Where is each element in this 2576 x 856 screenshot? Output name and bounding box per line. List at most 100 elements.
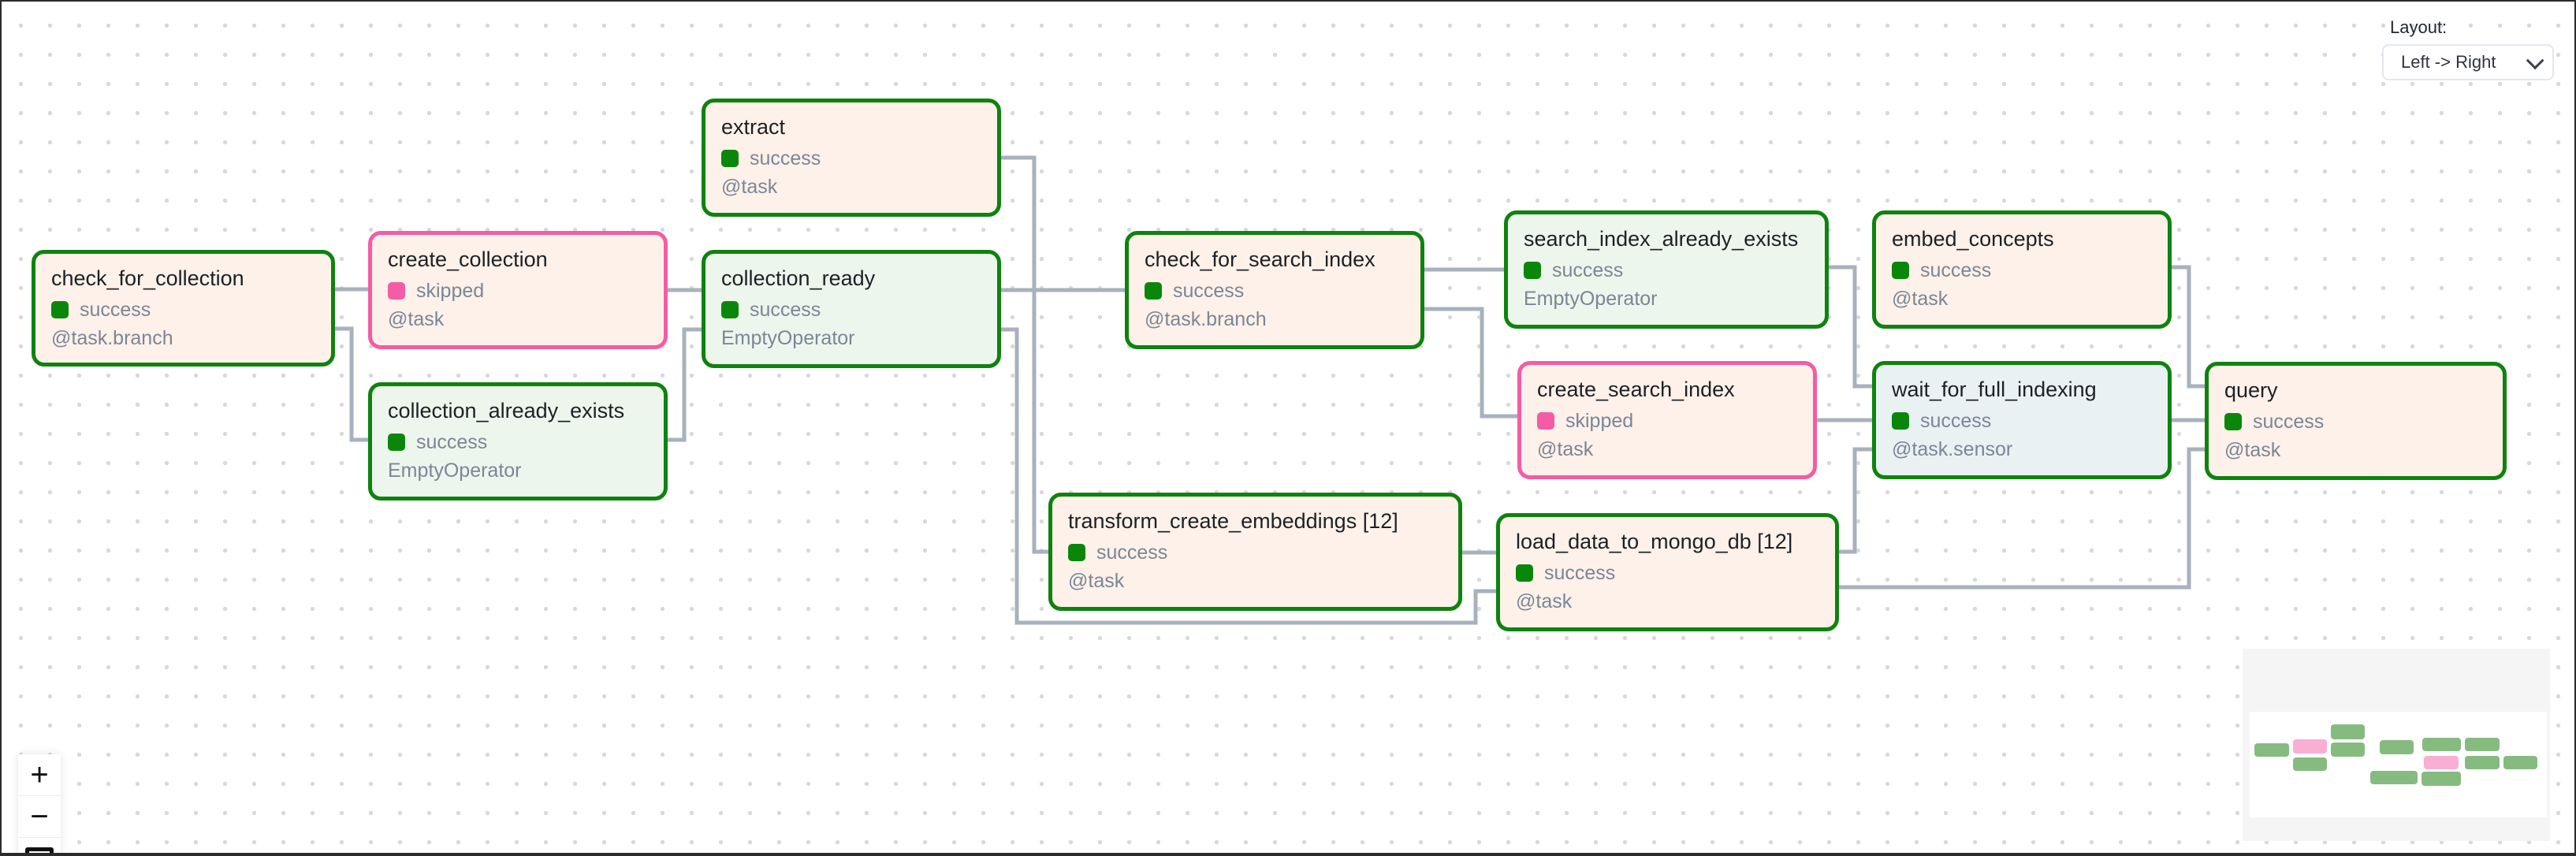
zoom-out-button[interactable]: − bbox=[18, 796, 61, 838]
edge-check_for_search_index-to-create_search_index bbox=[1424, 307, 1517, 419]
minimap-node-embed_concepts bbox=[2465, 738, 2500, 751]
status-square-icon bbox=[1516, 564, 1533, 582]
task-node-load_data_to_mongo_db[interactable]: load_data_to_mongo_db [12]success@task bbox=[1496, 513, 1839, 631]
task-status-row: success bbox=[1892, 258, 2152, 283]
layout-panel: Layout: Left -> Right bbox=[2382, 17, 2554, 80]
task-name: create_search_index bbox=[1537, 378, 1735, 401]
task-status-label: success bbox=[750, 299, 821, 321]
task-name: transform_create_embeddings [12] bbox=[1068, 509, 1398, 533]
task-status-row: success bbox=[721, 297, 981, 322]
status-square-icon bbox=[2224, 413, 2242, 430]
task-operator-label: @task.sensor bbox=[1892, 438, 2013, 460]
task-status-label: success bbox=[2253, 411, 2325, 433]
status-square-icon bbox=[388, 434, 405, 451]
task-node-transform_create_embeddings[interactable]: transform_create_embeddings [12]success@… bbox=[1048, 493, 1462, 611]
minimap-node-wait_for_full_indexing bbox=[2465, 756, 2500, 769]
task-status-row: skipped bbox=[1537, 408, 1797, 434]
task-status-row: success bbox=[2224, 409, 2487, 434]
task-status-row: success bbox=[721, 146, 981, 171]
task-operator-label: EmptyOperator bbox=[1524, 288, 1658, 310]
edge-extract-to-transform_create_embeddings bbox=[1001, 155, 1048, 554]
task-name: extract bbox=[721, 115, 786, 139]
status-square-icon bbox=[721, 301, 739, 318]
status-square-icon bbox=[1892, 412, 1909, 430]
edge-embed_concepts-to-query bbox=[2172, 265, 2205, 389]
task-node-query[interactable]: query success @task bbox=[2205, 362, 2507, 480]
edge-check_for_collection-to-collection_already_exists bbox=[335, 326, 368, 442]
task-status-row: success bbox=[51, 297, 315, 322]
task-operator-label: @task bbox=[1516, 590, 1573, 612]
minimap-node-collection_ready bbox=[2331, 742, 2365, 757]
task-operator-label: @task bbox=[1892, 288, 1949, 310]
status-square-icon bbox=[721, 150, 739, 167]
task-operator-label: @task bbox=[388, 308, 445, 330]
minimap-node-extract bbox=[2331, 724, 2365, 739]
edge-collection_ready-to-load_data_to_mongo_db bbox=[1001, 327, 1496, 625]
minimap[interactable] bbox=[2243, 649, 2550, 841]
task-name: load_data_to_mongo_db [12] bbox=[1516, 530, 1793, 553]
task-status-row: skipped bbox=[388, 278, 648, 303]
task-status-label: skipped bbox=[416, 280, 485, 302]
fit-view-icon bbox=[25, 847, 54, 854]
status-square-icon bbox=[1068, 544, 1085, 561]
task-status-row: success bbox=[1524, 258, 1809, 283]
task-name: check_for_collection bbox=[51, 266, 244, 290]
minimap-node-query bbox=[2503, 756, 2537, 769]
task-status-label: success bbox=[1920, 410, 1992, 432]
task-name: check_for_search_index bbox=[1145, 247, 1375, 271]
task-node-extract[interactable]: extract success @task bbox=[702, 99, 1001, 217]
status-square-icon bbox=[1537, 412, 1554, 430]
task-operator-label: @task.branch bbox=[1145, 308, 1267, 330]
status-square-icon bbox=[1145, 282, 1162, 300]
task-status-row: success bbox=[1068, 540, 1442, 565]
minimap-node-create_search_index bbox=[2424, 756, 2459, 769]
edge-load_data_to_mongo_db-to-wait_for_full_indexing bbox=[1839, 447, 1872, 554]
status-square-icon bbox=[1524, 262, 1541, 279]
task-status-row: success bbox=[1892, 408, 2152, 434]
graph-zoom-controls: + − bbox=[18, 754, 61, 855]
task-operator-label: EmptyOperator bbox=[388, 460, 522, 482]
task-operator-label: @task bbox=[1537, 438, 1594, 460]
task-operator-label: @task bbox=[721, 176, 778, 198]
chevron-down-icon bbox=[2526, 51, 2544, 70]
status-square-icon bbox=[51, 301, 69, 318]
minimap-node-collection_already_exists bbox=[2293, 757, 2327, 771]
task-status-label: success bbox=[80, 299, 151, 321]
layout-direction-select[interactable]: Left -> Right bbox=[2382, 44, 2554, 80]
minimap-node-load_data_to_mongo_db bbox=[2422, 772, 2461, 786]
task-name: embed_concepts bbox=[1892, 227, 2054, 251]
task-status-row: success bbox=[1145, 278, 1405, 303]
task-status-label: success bbox=[416, 431, 488, 453]
task-status-label: skipped bbox=[1565, 410, 1634, 432]
edge-load_data_to_mongo_db-to-query bbox=[1839, 447, 2205, 590]
task-name: wait_for_full_indexing bbox=[1892, 378, 2097, 401]
minimap-node-check_for_collection bbox=[2254, 743, 2289, 757]
task-status-label: success bbox=[1173, 280, 1245, 302]
minimap-node-create_collection bbox=[2293, 739, 2327, 754]
task-status-label: success bbox=[1096, 542, 1168, 564]
task-operator-label: @task.branch bbox=[51, 327, 173, 349]
minimap-node-check_for_search_index bbox=[2380, 740, 2414, 754]
task-name: query bbox=[2224, 378, 2278, 402]
task-status-label: success bbox=[750, 147, 821, 169]
fit-view-button[interactable] bbox=[18, 838, 61, 855]
edge-search_index_already_exists-to-wait_for_full_indexing bbox=[1829, 265, 1872, 389]
task-status-row: success bbox=[388, 430, 648, 455]
task-operator-label: EmptyOperator bbox=[721, 327, 855, 349]
zoom-in-button[interactable]: + bbox=[18, 754, 61, 796]
task-operator-label: @task bbox=[2224, 439, 2281, 461]
status-square-icon bbox=[1892, 262, 1909, 279]
task-status-label: success bbox=[1920, 259, 1992, 281]
status-square-icon bbox=[388, 282, 405, 300]
